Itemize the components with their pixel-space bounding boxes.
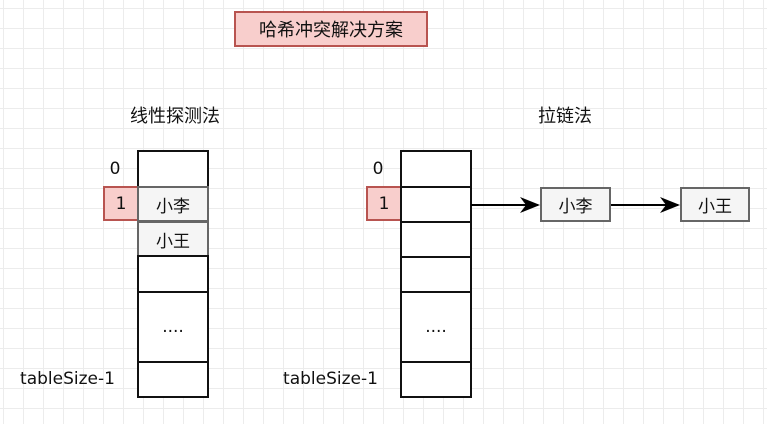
chain-node-1: 小李	[540, 187, 611, 222]
chaining-heading: 拉链法	[538, 106, 592, 127]
diagram-title: 哈希冲突解决方案	[234, 11, 428, 47]
table-cell-2: 小王	[137, 221, 209, 257]
index-0-label: 0	[372, 158, 384, 179]
last-index-label: tableSize-1	[20, 368, 115, 389]
table-cell-3	[400, 256, 472, 293]
index-1-label: 1	[366, 186, 402, 221]
table-cell-1: 小李	[137, 186, 209, 222]
table-cell-last	[137, 361, 209, 398]
table-cell-3	[137, 255, 209, 293]
last-index-label: tableSize-1	[283, 368, 378, 389]
linear-probing-heading: 线性探测法	[130, 106, 220, 127]
index-0-label: 0	[109, 158, 121, 179]
index-1-label: 1	[103, 186, 139, 221]
table-cell-last	[400, 361, 472, 398]
chain-node-2: 小王	[680, 187, 750, 222]
table-cell-ellipsis: ....	[400, 291, 472, 363]
